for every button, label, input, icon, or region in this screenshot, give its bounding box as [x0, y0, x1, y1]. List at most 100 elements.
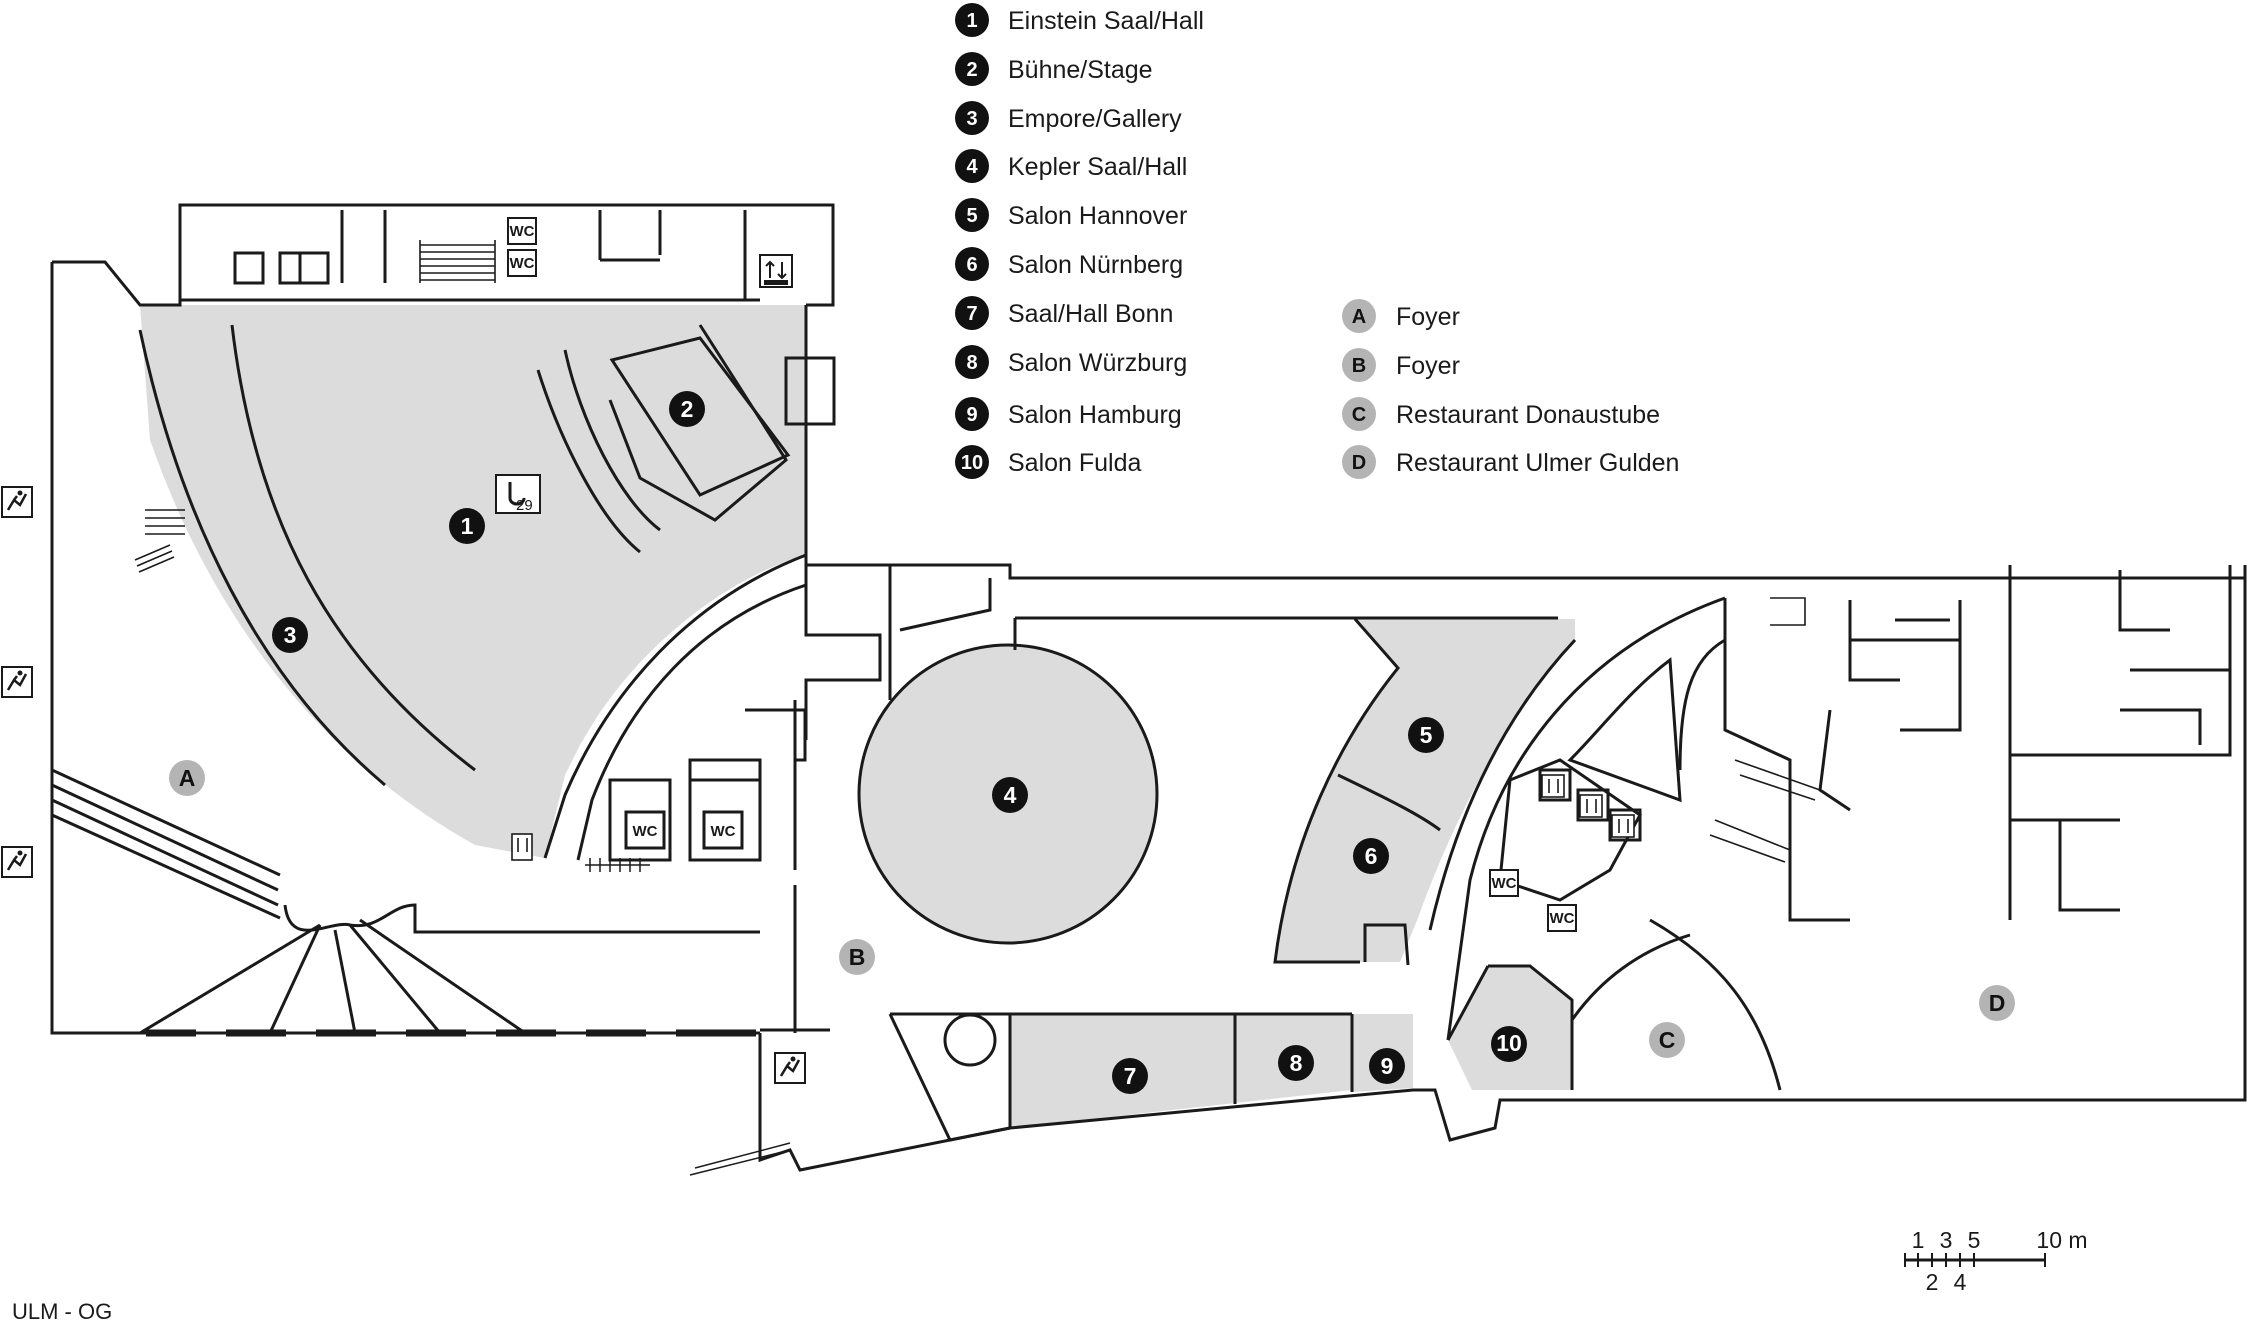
wc-label: WC	[1550, 910, 1575, 927]
scale-label-10m: 10 m	[2036, 1227, 2087, 1253]
legend-letter-b: B	[1352, 355, 1366, 377]
legend-num-7: 7	[966, 303, 977, 325]
room-marker-1[interactable]: 1	[449, 508, 485, 544]
room-marker-6-label: 6	[1365, 843, 1378, 869]
wall-ticks	[50, 430, 756, 1037]
room-marker-2[interactable]: 2	[669, 391, 705, 427]
room-marker-2-label: 2	[681, 396, 694, 422]
room-marker-8-label: 8	[1290, 1050, 1303, 1076]
legend-item-c: C Restaurant Donaustube	[1342, 397, 1660, 431]
legend-marker-b	[1342, 348, 1376, 382]
legend-marker-d	[1342, 445, 1376, 479]
stair-hatches	[134, 509, 791, 1176]
legend-item-9: 9 Salon Hamburg	[955, 397, 1182, 431]
legend-num-4: 4	[966, 156, 978, 178]
legend-label-5: Salon Hannover	[1008, 202, 1187, 230]
room-marker-9[interactable]: 9	[1369, 1048, 1405, 1084]
legend-marker-c	[1342, 397, 1376, 431]
legend-item-6: 6 Salon Nürnberg	[955, 247, 1183, 281]
scale-label-1: 1	[1912, 1227, 1925, 1253]
room-marker-5-label: 5	[1420, 722, 1433, 748]
legend-label-d: Restaurant Ulmer Gulden	[1396, 449, 1679, 477]
room-marker-9-label: 9	[1381, 1053, 1394, 1079]
legend-marker-1	[955, 3, 989, 37]
wc-icon: WC	[624, 810, 666, 850]
room-einstein-saal-fill	[140, 305, 806, 858]
legend-item-7: 7 Saal/Hall Bonn	[955, 296, 1173, 330]
area-marker-d[interactable]: D	[1979, 985, 2015, 1021]
legend-item-10: 10 Salon Fulda	[955, 445, 1142, 479]
room-marker-10-label: 10	[1496, 1030, 1522, 1056]
legend-marker-a	[1342, 299, 1376, 333]
legend-marker-2	[955, 52, 989, 86]
area-marker-c[interactable]: C	[1649, 1022, 1685, 1058]
legend-label-c: Restaurant Donaustube	[1396, 401, 1660, 429]
legend-marker-4	[955, 149, 989, 183]
area-marker-a[interactable]: A	[169, 760, 205, 796]
room-marker-3[interactable]: 3	[272, 617, 308, 653]
elevator-icon	[1611, 814, 1635, 838]
legend-num-1: 1	[966, 10, 977, 32]
elevator-icon	[511, 833, 533, 861]
legend-label-2: Bühne/Stage	[1008, 56, 1153, 84]
legend-label-7: Saal/Hall Bonn	[1008, 300, 1173, 328]
legend-marker-5	[955, 198, 989, 232]
emergency-exit-icon	[774, 1052, 806, 1084]
scale-label-4: 4	[1954, 1269, 1967, 1295]
legend-label-b: Foyer	[1396, 352, 1460, 380]
legend-label-1: Einstein Saal/Hall	[1008, 7, 1204, 35]
legend: 1 Einstein Saal/Hall 2 Bühne/Stage 3 Emp…	[955, 3, 1679, 479]
room-marker-7-label: 7	[1124, 1063, 1137, 1089]
wc-label: WC	[1492, 875, 1517, 892]
room-marker-5[interactable]: 5	[1408, 717, 1444, 753]
room-marker-1-label: 1	[461, 513, 474, 539]
legend-numbered: 1 Einstein Saal/Hall 2 Bühne/Stage 3 Emp…	[955, 3, 1204, 479]
legend-label-8: Salon Würzburg	[1008, 349, 1187, 377]
room-bonn-fill	[1010, 1014, 1352, 1128]
room-marker-7[interactable]: 7	[1112, 1058, 1148, 1094]
legend-item-3: 3 Empore/Gallery	[955, 101, 1182, 135]
room-markers: 1 2 3 4 5 6 7 8	[272, 391, 1527, 1094]
room-marker-8[interactable]: 8	[1278, 1045, 1314, 1081]
emergency-exit-icon	[1, 846, 33, 878]
legend-num-2: 2	[966, 59, 977, 81]
legend-label-a: Foyer	[1396, 303, 1460, 331]
emergency-exit-icon	[1, 666, 33, 698]
legend-label-6: Salon Nürnberg	[1008, 251, 1183, 279]
legend-item-a: A Foyer	[1342, 299, 1460, 333]
legend-item-1: 1 Einstein Saal/Hall	[955, 3, 1204, 37]
wc-label: WC	[633, 823, 658, 840]
legend-letter-c: C	[1352, 404, 1366, 426]
hook-icon: 29	[495, 474, 541, 514]
wc-icon: WC	[507, 249, 537, 277]
elevator-icon	[1579, 794, 1603, 818]
legend-num-6: 6	[966, 254, 977, 276]
legend-item-2: 2 Bühne/Stage	[955, 52, 1153, 86]
area-marker-b[interactable]: B	[839, 939, 875, 975]
wc-label: WC	[510, 223, 535, 240]
wc-icon: WC	[1489, 869, 1519, 897]
room-marker-3-label: 3	[284, 622, 297, 648]
legend-marker-6	[955, 247, 989, 281]
legend-num-5: 5	[966, 205, 977, 227]
scale-label-2: 2	[1926, 1269, 1939, 1295]
legend-marker-8	[955, 345, 989, 379]
legend-num-8: 8	[966, 352, 977, 374]
room-marker-6[interactable]: 6	[1353, 838, 1389, 874]
legend-marker-9	[955, 397, 989, 431]
room-marker-10[interactable]: 10	[1491, 1026, 1527, 1062]
legend-item-8: 8 Salon Würzburg	[955, 345, 1187, 379]
legend-letter-d: D	[1352, 452, 1366, 474]
legend-item-5: 5 Salon Hannover	[955, 198, 1187, 232]
area-marker-c-label: C	[1659, 1027, 1676, 1053]
room-salon-hannover-fill	[1275, 619, 1575, 962]
wc-icon: WC	[702, 810, 744, 850]
room-marker-4[interactable]: 4	[992, 777, 1028, 813]
scale-label-5: 5	[1968, 1227, 1981, 1253]
legend-lettered: A Foyer B Foyer C Restaurant Donaustube …	[1342, 299, 1679, 479]
area-markers: A B C D	[169, 760, 2015, 1058]
area-marker-d-label: D	[1989, 990, 2006, 1016]
wc-icon: WC	[1547, 904, 1577, 932]
plan-icons: WC WC WC WC WC WC 29	[1, 217, 1635, 1084]
